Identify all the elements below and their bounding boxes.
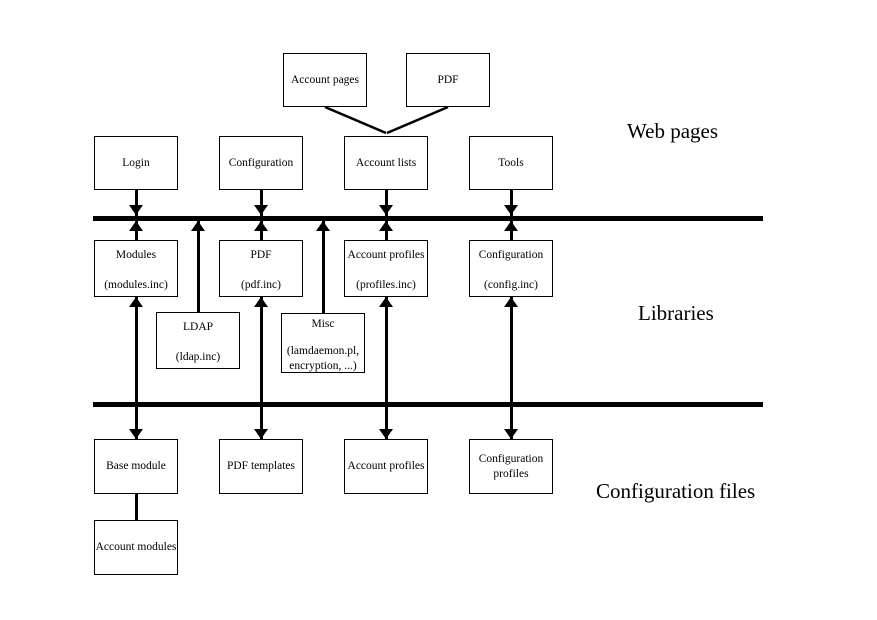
- pdf-merge-line: [386, 105, 449, 135]
- box-label: PDF templates: [226, 460, 296, 472]
- account-profiles-lib-to-file-line: [385, 297, 388, 439]
- arrowhead-up: [254, 297, 268, 307]
- box-base-module: Base module: [94, 439, 178, 494]
- box-account-pages: Account pages: [283, 53, 367, 107]
- box-label: Configuration: [478, 249, 544, 261]
- box-pdf-library: PDF (pdf.inc): [219, 240, 303, 297]
- web-to-libraries-bus-line: [93, 216, 763, 221]
- box-label: Configuration: [478, 452, 544, 465]
- arrowhead-up: [504, 221, 518, 231]
- arrowhead-up: [316, 221, 330, 231]
- box-sublabel: (ldap.inc): [175, 351, 221, 363]
- arrowhead-down: [254, 429, 268, 439]
- box-label: Misc: [311, 318, 335, 330]
- arrowhead-down: [129, 429, 143, 439]
- arrowhead-up: [504, 297, 518, 307]
- box-label: Account lists: [355, 156, 417, 169]
- layer-label-web-pages: Web pages: [627, 119, 719, 143]
- box-pdf-page: PDF: [406, 53, 490, 107]
- libraries-to-config-bus-line: [93, 402, 763, 407]
- box-label: Account profiles: [347, 460, 425, 472]
- arrowhead-down: [504, 429, 518, 439]
- arrowhead-up: [191, 221, 205, 231]
- arrowhead-down: [379, 205, 393, 215]
- arrowhead-up: [129, 221, 143, 231]
- box-label: PDF: [250, 249, 272, 261]
- arrowhead-down: [379, 429, 393, 439]
- box-sublabel: profiles: [493, 467, 529, 480]
- box-label: Configuration: [228, 156, 294, 169]
- arrowhead-up: [254, 221, 268, 231]
- box-account-profiles-file: Account profiles: [344, 439, 428, 494]
- arrowhead-down: [504, 205, 518, 215]
- box-configuration-profiles: Configuration profiles: [469, 439, 553, 494]
- box-account-lists: Account lists: [344, 136, 428, 190]
- arrowhead-up: [129, 297, 143, 307]
- box-label: Account pages: [290, 73, 360, 86]
- misc-lib-to-bus-line: [322, 221, 325, 313]
- box-label: PDF: [437, 73, 459, 86]
- box-ldap-library: LDAP (ldap.inc): [156, 312, 240, 369]
- layer-label-configuration-files: Configuration files: [596, 479, 756, 503]
- ldap-lib-to-bus-line: [197, 221, 200, 312]
- account-lists-to-bus-line: [385, 190, 388, 216]
- arrowhead-up: [379, 297, 393, 307]
- box-label: Base module: [106, 460, 166, 472]
- configuration-lib-to-profiles-line: [510, 297, 513, 439]
- arrowhead-down: [129, 205, 143, 215]
- tools-to-bus-line: [510, 190, 513, 216]
- box-label: Account profiles: [347, 249, 425, 261]
- login-to-bus-line: [135, 190, 138, 216]
- box-account-modules: Account modules: [94, 520, 178, 575]
- box-pdf-templates: PDF templates: [219, 439, 303, 494]
- box-label: Tools: [498, 156, 524, 169]
- box-sublabel: (pdf.inc): [241, 279, 281, 291]
- base-module-to-account-modules-line: [135, 494, 138, 520]
- layer-label-libraries: Libraries: [638, 301, 714, 325]
- box-label: Account modules: [95, 541, 177, 553]
- box-tools: Tools: [469, 136, 553, 190]
- box-sublabel: (lamdaemon.pl, encryption, ...): [286, 345, 360, 372]
- pdf-lib-to-pdf-templates-line: [260, 297, 263, 439]
- arrowhead-up: [379, 221, 393, 231]
- box-misc-library: Misc (lamdaemon.pl, encryption, ...): [281, 313, 365, 373]
- account-pages-merge-line: [324, 105, 387, 135]
- box-label: LDAP: [182, 321, 214, 333]
- box-sublabel: (config.inc): [484, 279, 538, 291]
- configuration-to-bus-line: [260, 190, 263, 216]
- modules-to-base-module-line: [135, 297, 138, 439]
- arrowhead-down: [254, 205, 268, 215]
- box-sublabel: (modules.inc): [104, 279, 168, 291]
- box-configuration-library: Configuration (config.inc): [469, 240, 553, 297]
- box-configuration-page: Configuration: [219, 136, 303, 190]
- box-label: Modules: [115, 249, 157, 261]
- box-sublabel: (profiles.inc): [356, 279, 416, 291]
- box-modules-library: Modules (modules.inc): [94, 240, 178, 297]
- box-login: Login: [94, 136, 178, 190]
- box-account-profiles-library: Account profiles (profiles.inc): [344, 240, 428, 297]
- box-label: Login: [122, 156, 150, 169]
